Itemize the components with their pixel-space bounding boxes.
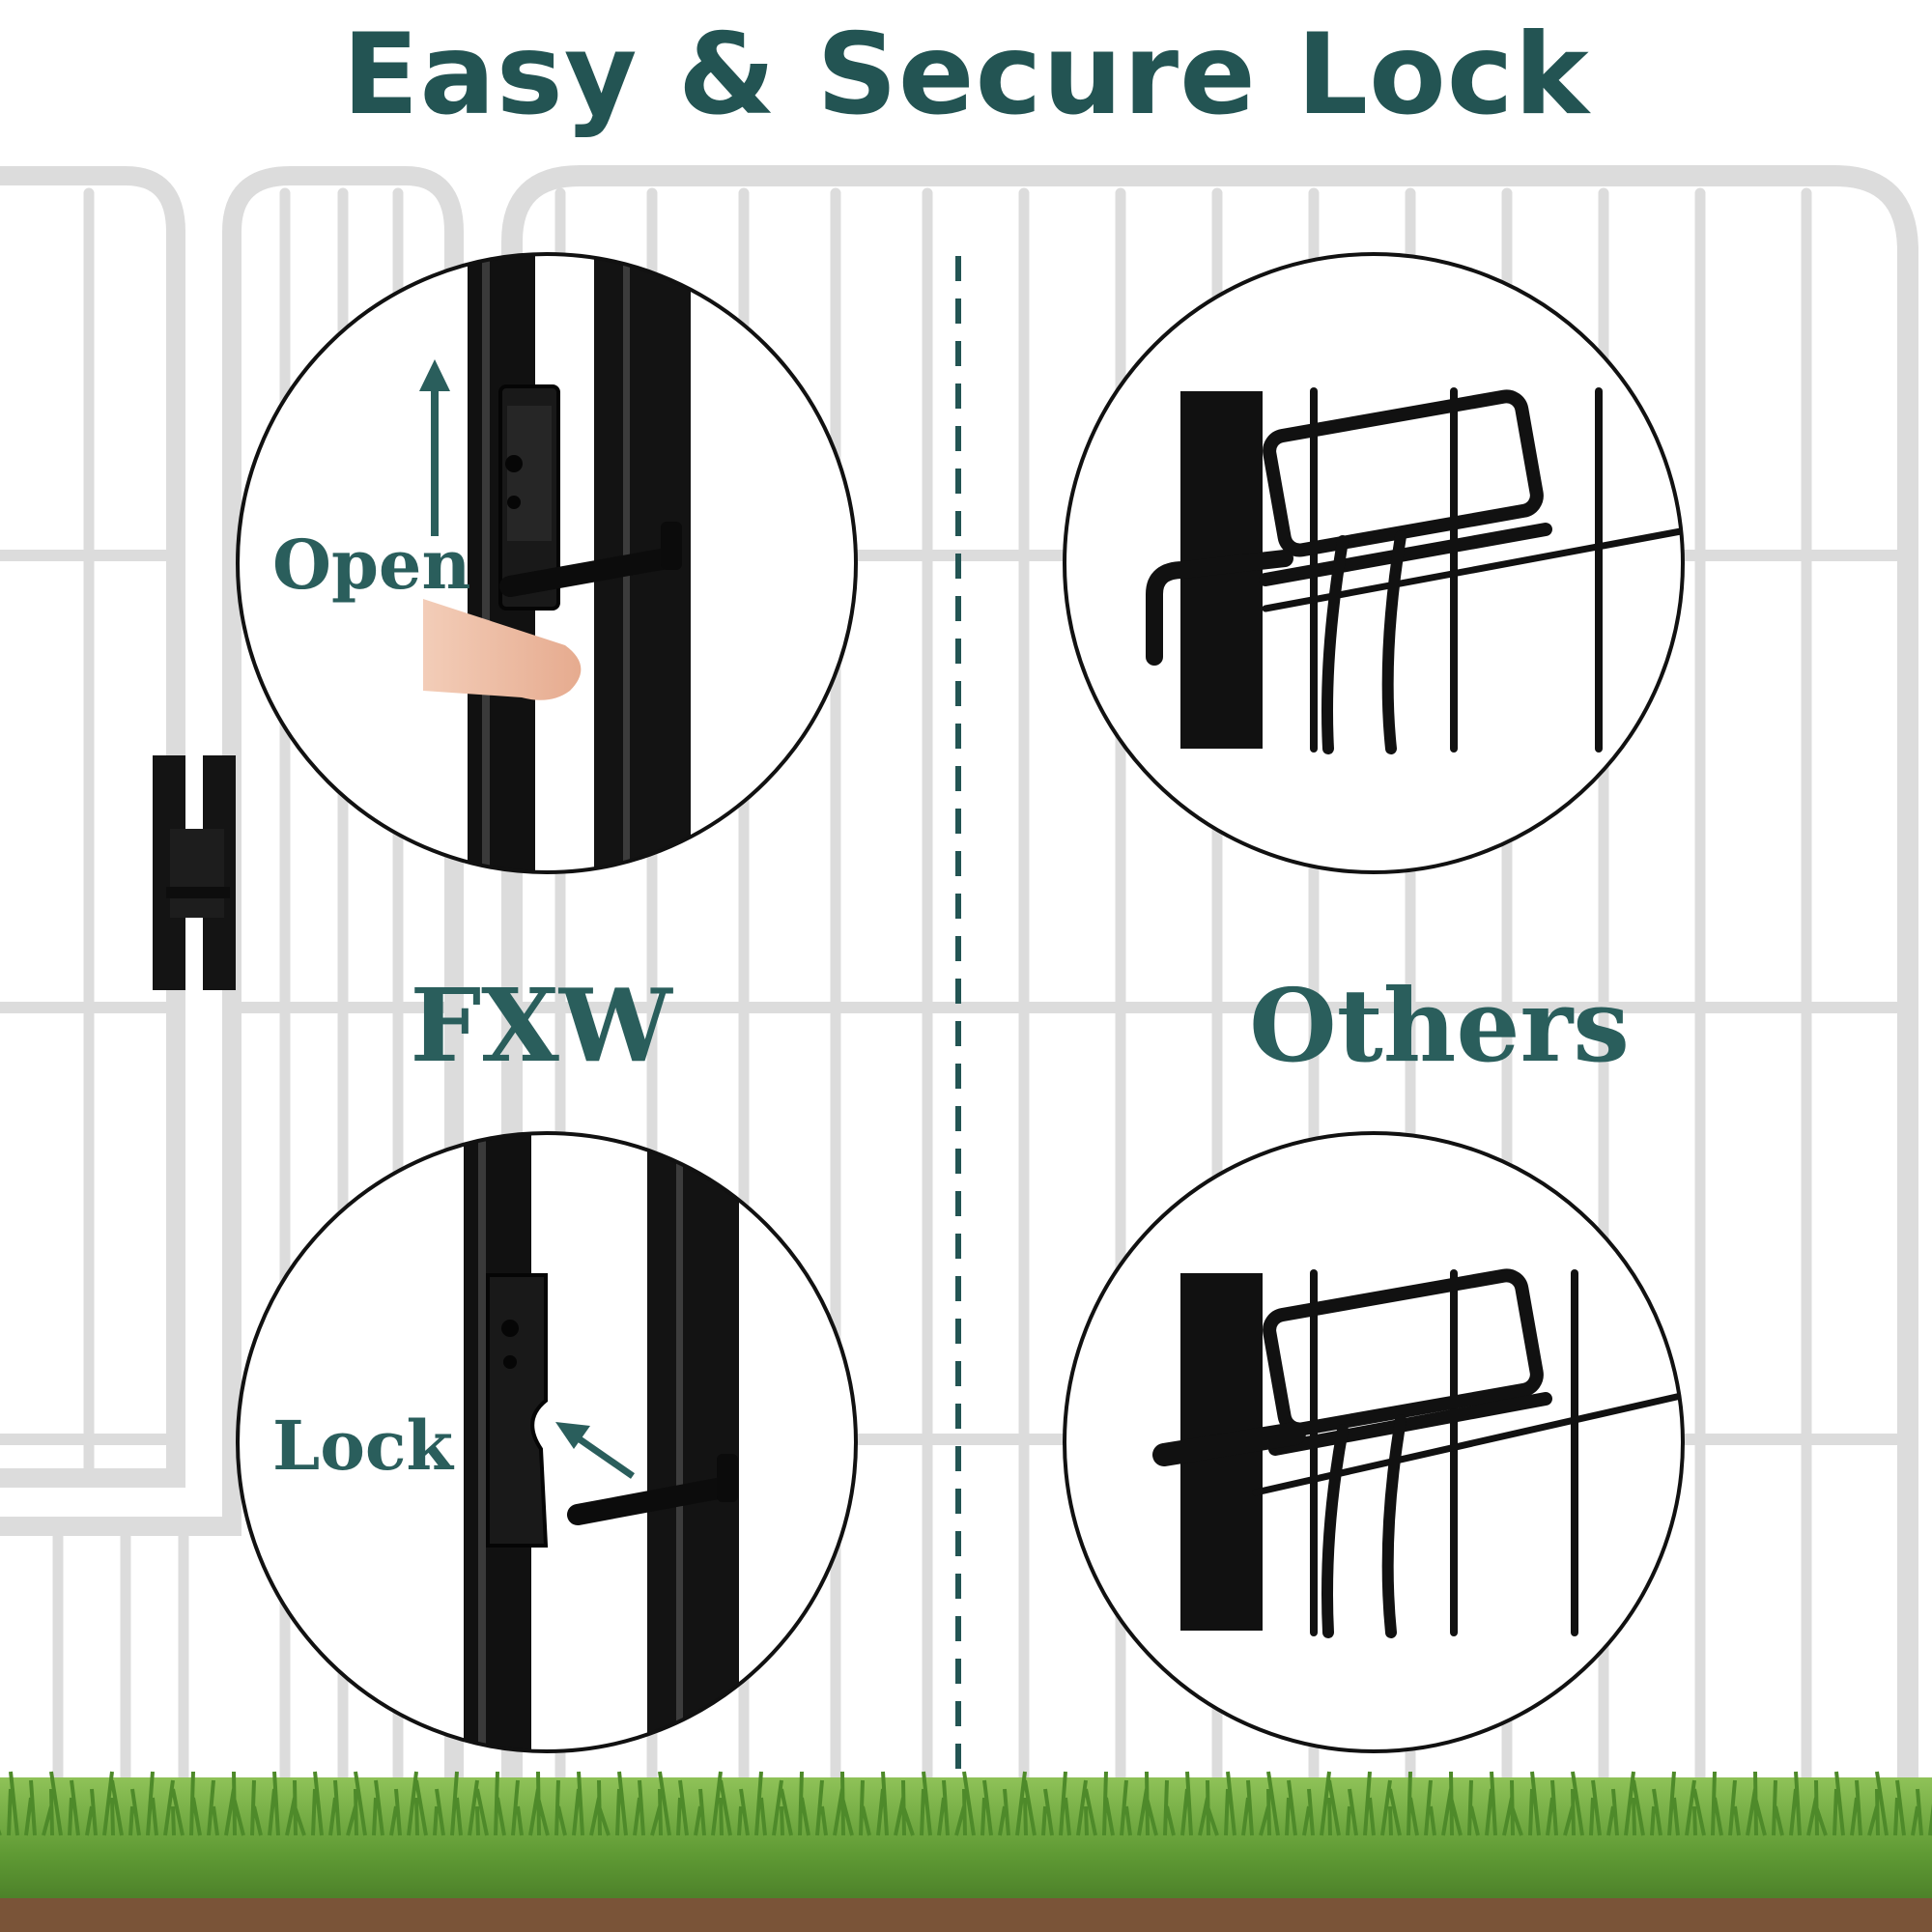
open-callout: Open (272, 525, 471, 605)
fence-latch-icon (153, 755, 236, 990)
page-title: Easy & Secure Lock (342, 10, 1590, 140)
grass-ground (0, 1771, 1932, 1932)
others-latch-detail-top (1063, 252, 1685, 874)
fxw-lock-detail (236, 1131, 858, 1753)
others-latch-detail-bottom (1063, 1131, 1685, 1753)
others-label: Others (1249, 966, 1630, 1085)
fxw-label: FXW (410, 966, 672, 1085)
lock-arrow-icon (568, 1430, 635, 1479)
lock-callout: Lock (272, 1406, 454, 1486)
fxw-open-detail (236, 252, 858, 874)
